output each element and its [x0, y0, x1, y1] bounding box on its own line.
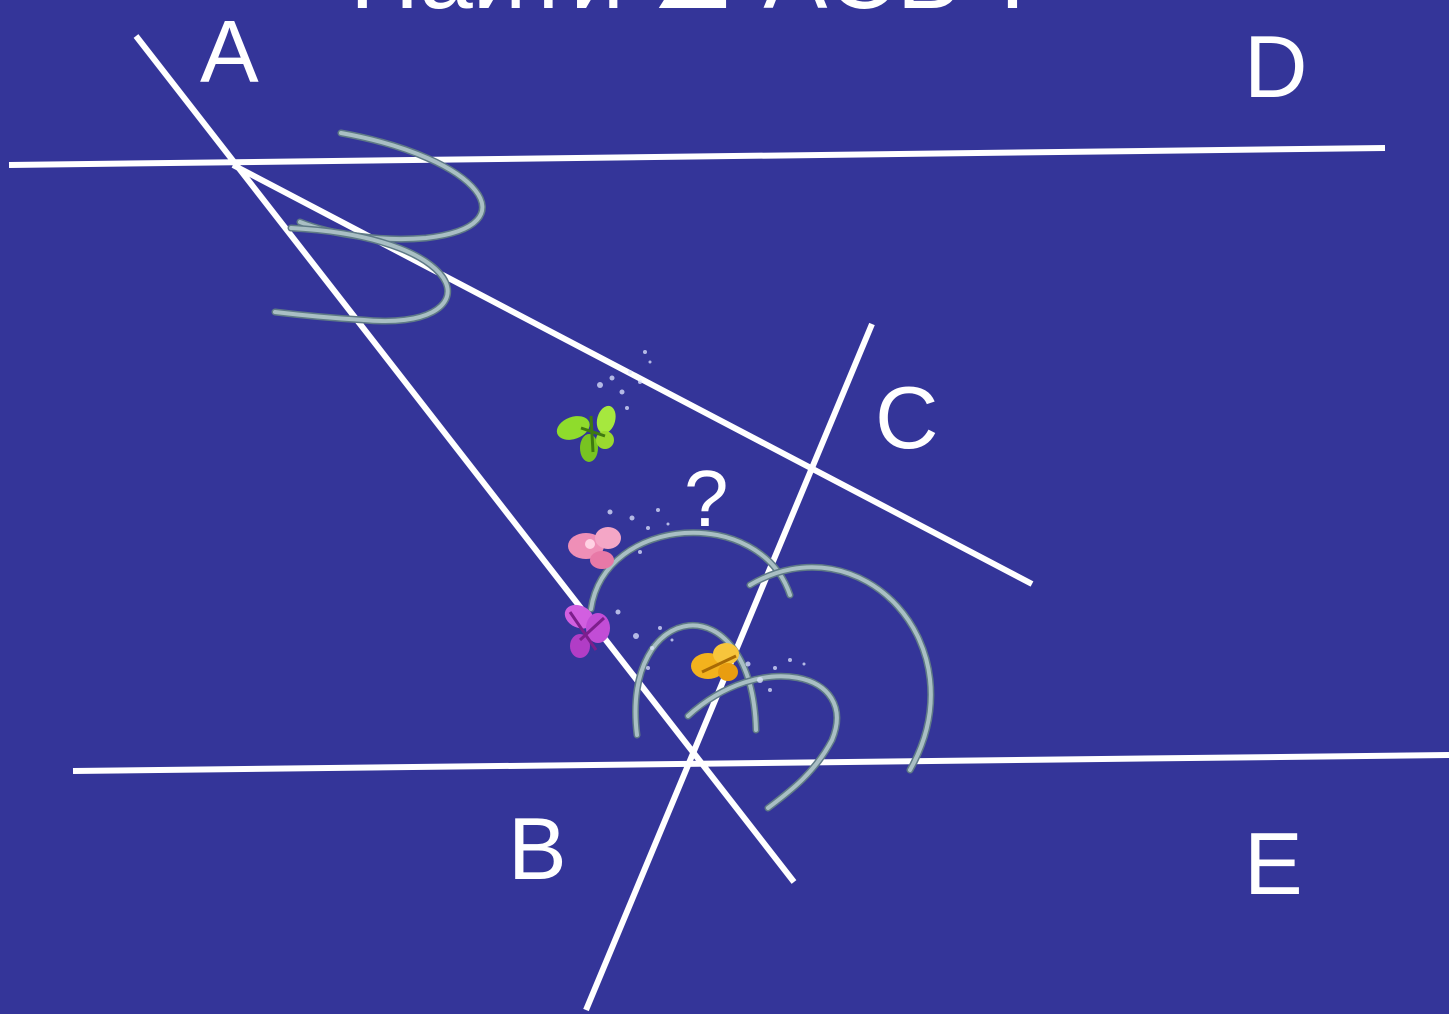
point-label-d: D	[1244, 17, 1308, 116]
slide-title: Найти ∠ ACB ?	[350, 0, 1041, 29]
point-label-a: A	[200, 2, 259, 101]
unknown-angle-marker: ?	[684, 454, 729, 543]
pink-butterfly-icon	[568, 508, 670, 569]
line-ad	[8, 145, 1386, 168]
green-butterfly-icon	[556, 350, 652, 462]
line-ab	[133, 34, 797, 884]
angle-arcs-a	[271, 129, 486, 325]
point-label-e: E	[1244, 814, 1303, 913]
point-label-c: C	[875, 368, 939, 467]
purple-butterfly-icon	[564, 604, 674, 670]
orange-butterfly-icon	[691, 643, 806, 692]
angle-arcs-b	[587, 529, 935, 812]
point-label-b: B	[508, 799, 567, 898]
line-be	[72, 752, 1449, 774]
